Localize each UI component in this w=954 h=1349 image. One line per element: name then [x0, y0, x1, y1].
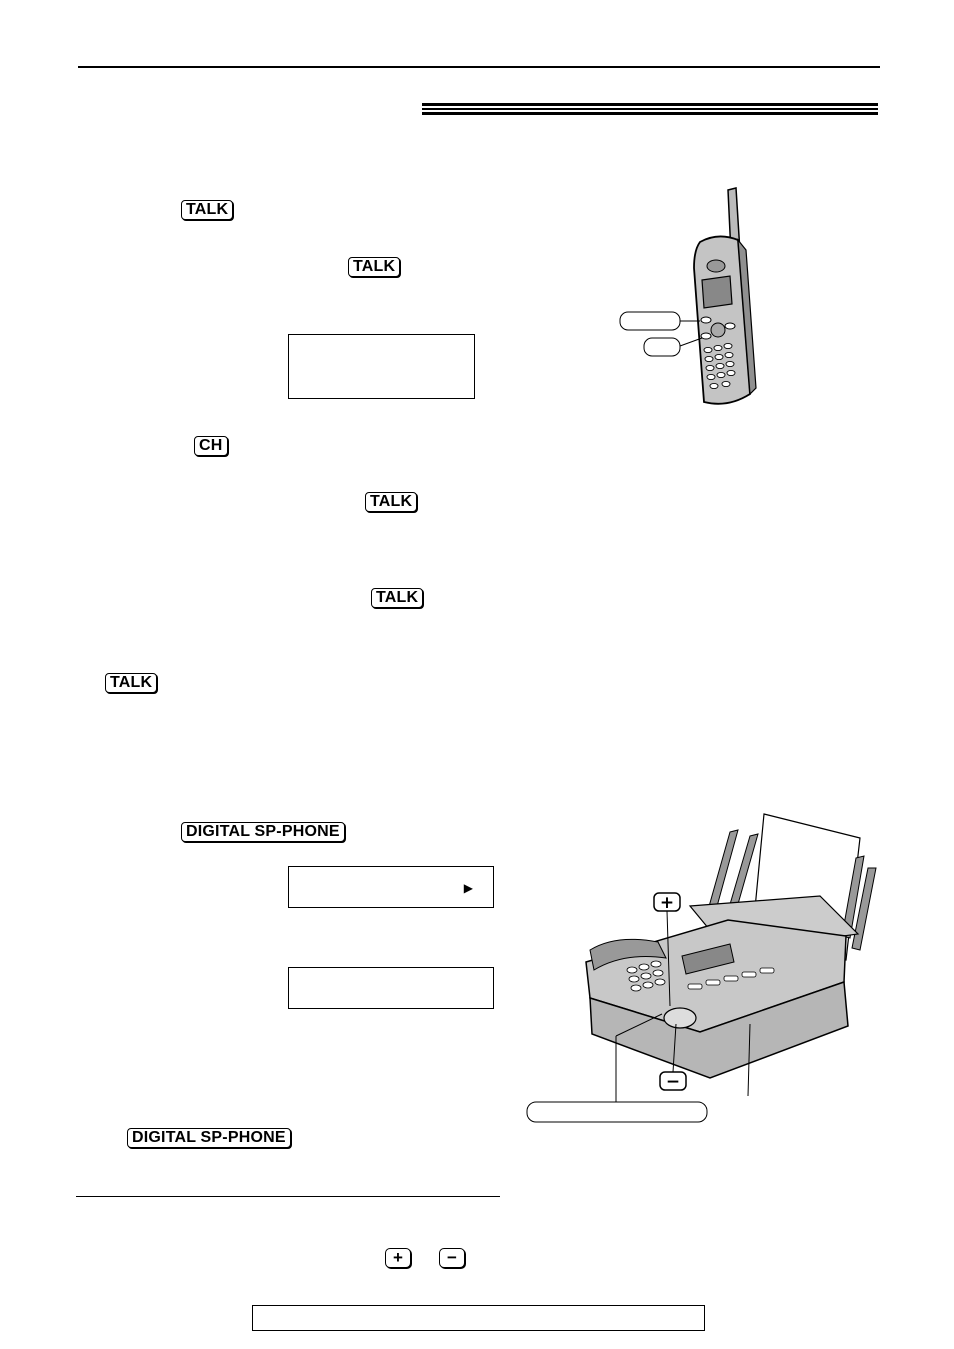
svg-text:−: − — [666, 1072, 680, 1092]
plus-key: + — [385, 1248, 411, 1268]
cordless-handset-icon — [619, 187, 757, 405]
right-arrow-icon: ▶ — [463, 881, 473, 895]
title-rule-3 — [422, 112, 878, 115]
digital-sp-phone-key-2: DIGITAL SP-PHONE — [127, 1128, 291, 1148]
title-rule-2 — [422, 108, 878, 110]
svg-text:+: + — [660, 893, 674, 913]
digital-sp-phone-key-1: DIGITAL SP-PHONE — [181, 822, 345, 842]
title-rule-1 — [422, 103, 878, 106]
top-rule — [78, 66, 880, 68]
ch-key: CH — [194, 436, 228, 456]
talk-key-4: TALK — [371, 588, 424, 608]
fax-display-box-1: ▶ — [288, 866, 494, 908]
section-separator — [76, 1196, 500, 1197]
talk-key-1: TALK — [181, 200, 234, 220]
talk-key-3: TALK — [365, 492, 418, 512]
handset-display-box — [288, 334, 475, 399]
fax-display-box-2 — [288, 967, 494, 1009]
footer-box — [252, 1305, 705, 1331]
talk-key-2: TALK — [348, 257, 401, 277]
minus-key: − — [439, 1248, 465, 1268]
talk-key-5: TALK — [105, 673, 158, 693]
fax-machine-icon: + − — [526, 813, 877, 1123]
